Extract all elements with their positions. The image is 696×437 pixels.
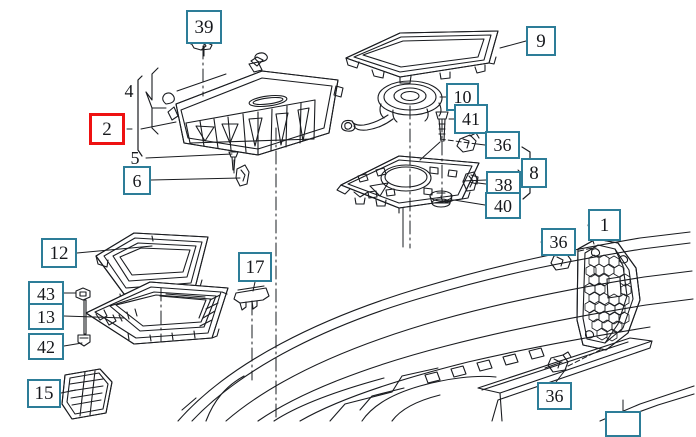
callout-12-12[interactable]: 12	[41, 238, 77, 268]
side-vent-duct-drawing	[61, 368, 113, 420]
callout-42-15[interactable]: 42	[28, 333, 64, 360]
callout-6-4[interactable]: 6	[123, 166, 151, 195]
instrument-panel-body-drawing	[177, 231, 695, 422]
callout-2-2[interactable]: 2	[89, 113, 125, 145]
speaker-drawing	[341, 80, 443, 132]
callout-5-3[interactable]: 5	[130, 148, 140, 168]
callout-9-5[interactable]: 9	[526, 26, 556, 56]
console-lid-frame-drawing	[85, 281, 229, 345]
callout-36-20[interactable]: 36	[537, 382, 572, 410]
callout-1-18[interactable]: 1	[588, 209, 621, 241]
callout-36-8[interactable]: 36	[485, 131, 520, 159]
callout-15-16[interactable]: 15	[27, 379, 61, 408]
callout-partial-21[interactable]	[605, 411, 641, 437]
exploded-diagram-artwork	[60, 30, 695, 422]
callout-13-14[interactable]: 13	[28, 303, 64, 330]
callout-40-11[interactable]: 40	[485, 192, 521, 219]
honeycomb-panel-drawing	[576, 238, 641, 351]
callout-36-19[interactable]: 36	[541, 228, 576, 256]
nut-43-drawing	[75, 287, 91, 301]
callout-41-7[interactable]: 41	[454, 104, 488, 134]
latch-clip-6-drawing	[235, 164, 250, 187]
callout-4-1[interactable]: 4	[124, 81, 134, 101]
callout-8-9[interactable]: 8	[521, 158, 547, 188]
bolt-42-drawing	[77, 299, 91, 347]
washer-oval	[162, 92, 175, 105]
upper-tray-bezel-drawing	[345, 30, 499, 84]
callout-leader-lines	[60, 40, 624, 412]
center-axis-lines	[160, 45, 443, 422]
glove-box-bin-drawing	[167, 56, 344, 156]
speaker-mount-plate-drawing	[336, 155, 480, 214]
callout-39-0[interactable]: 39	[186, 10, 222, 44]
grommet-40-drawing	[429, 190, 453, 208]
callout-17-17[interactable]: 17	[238, 252, 272, 282]
